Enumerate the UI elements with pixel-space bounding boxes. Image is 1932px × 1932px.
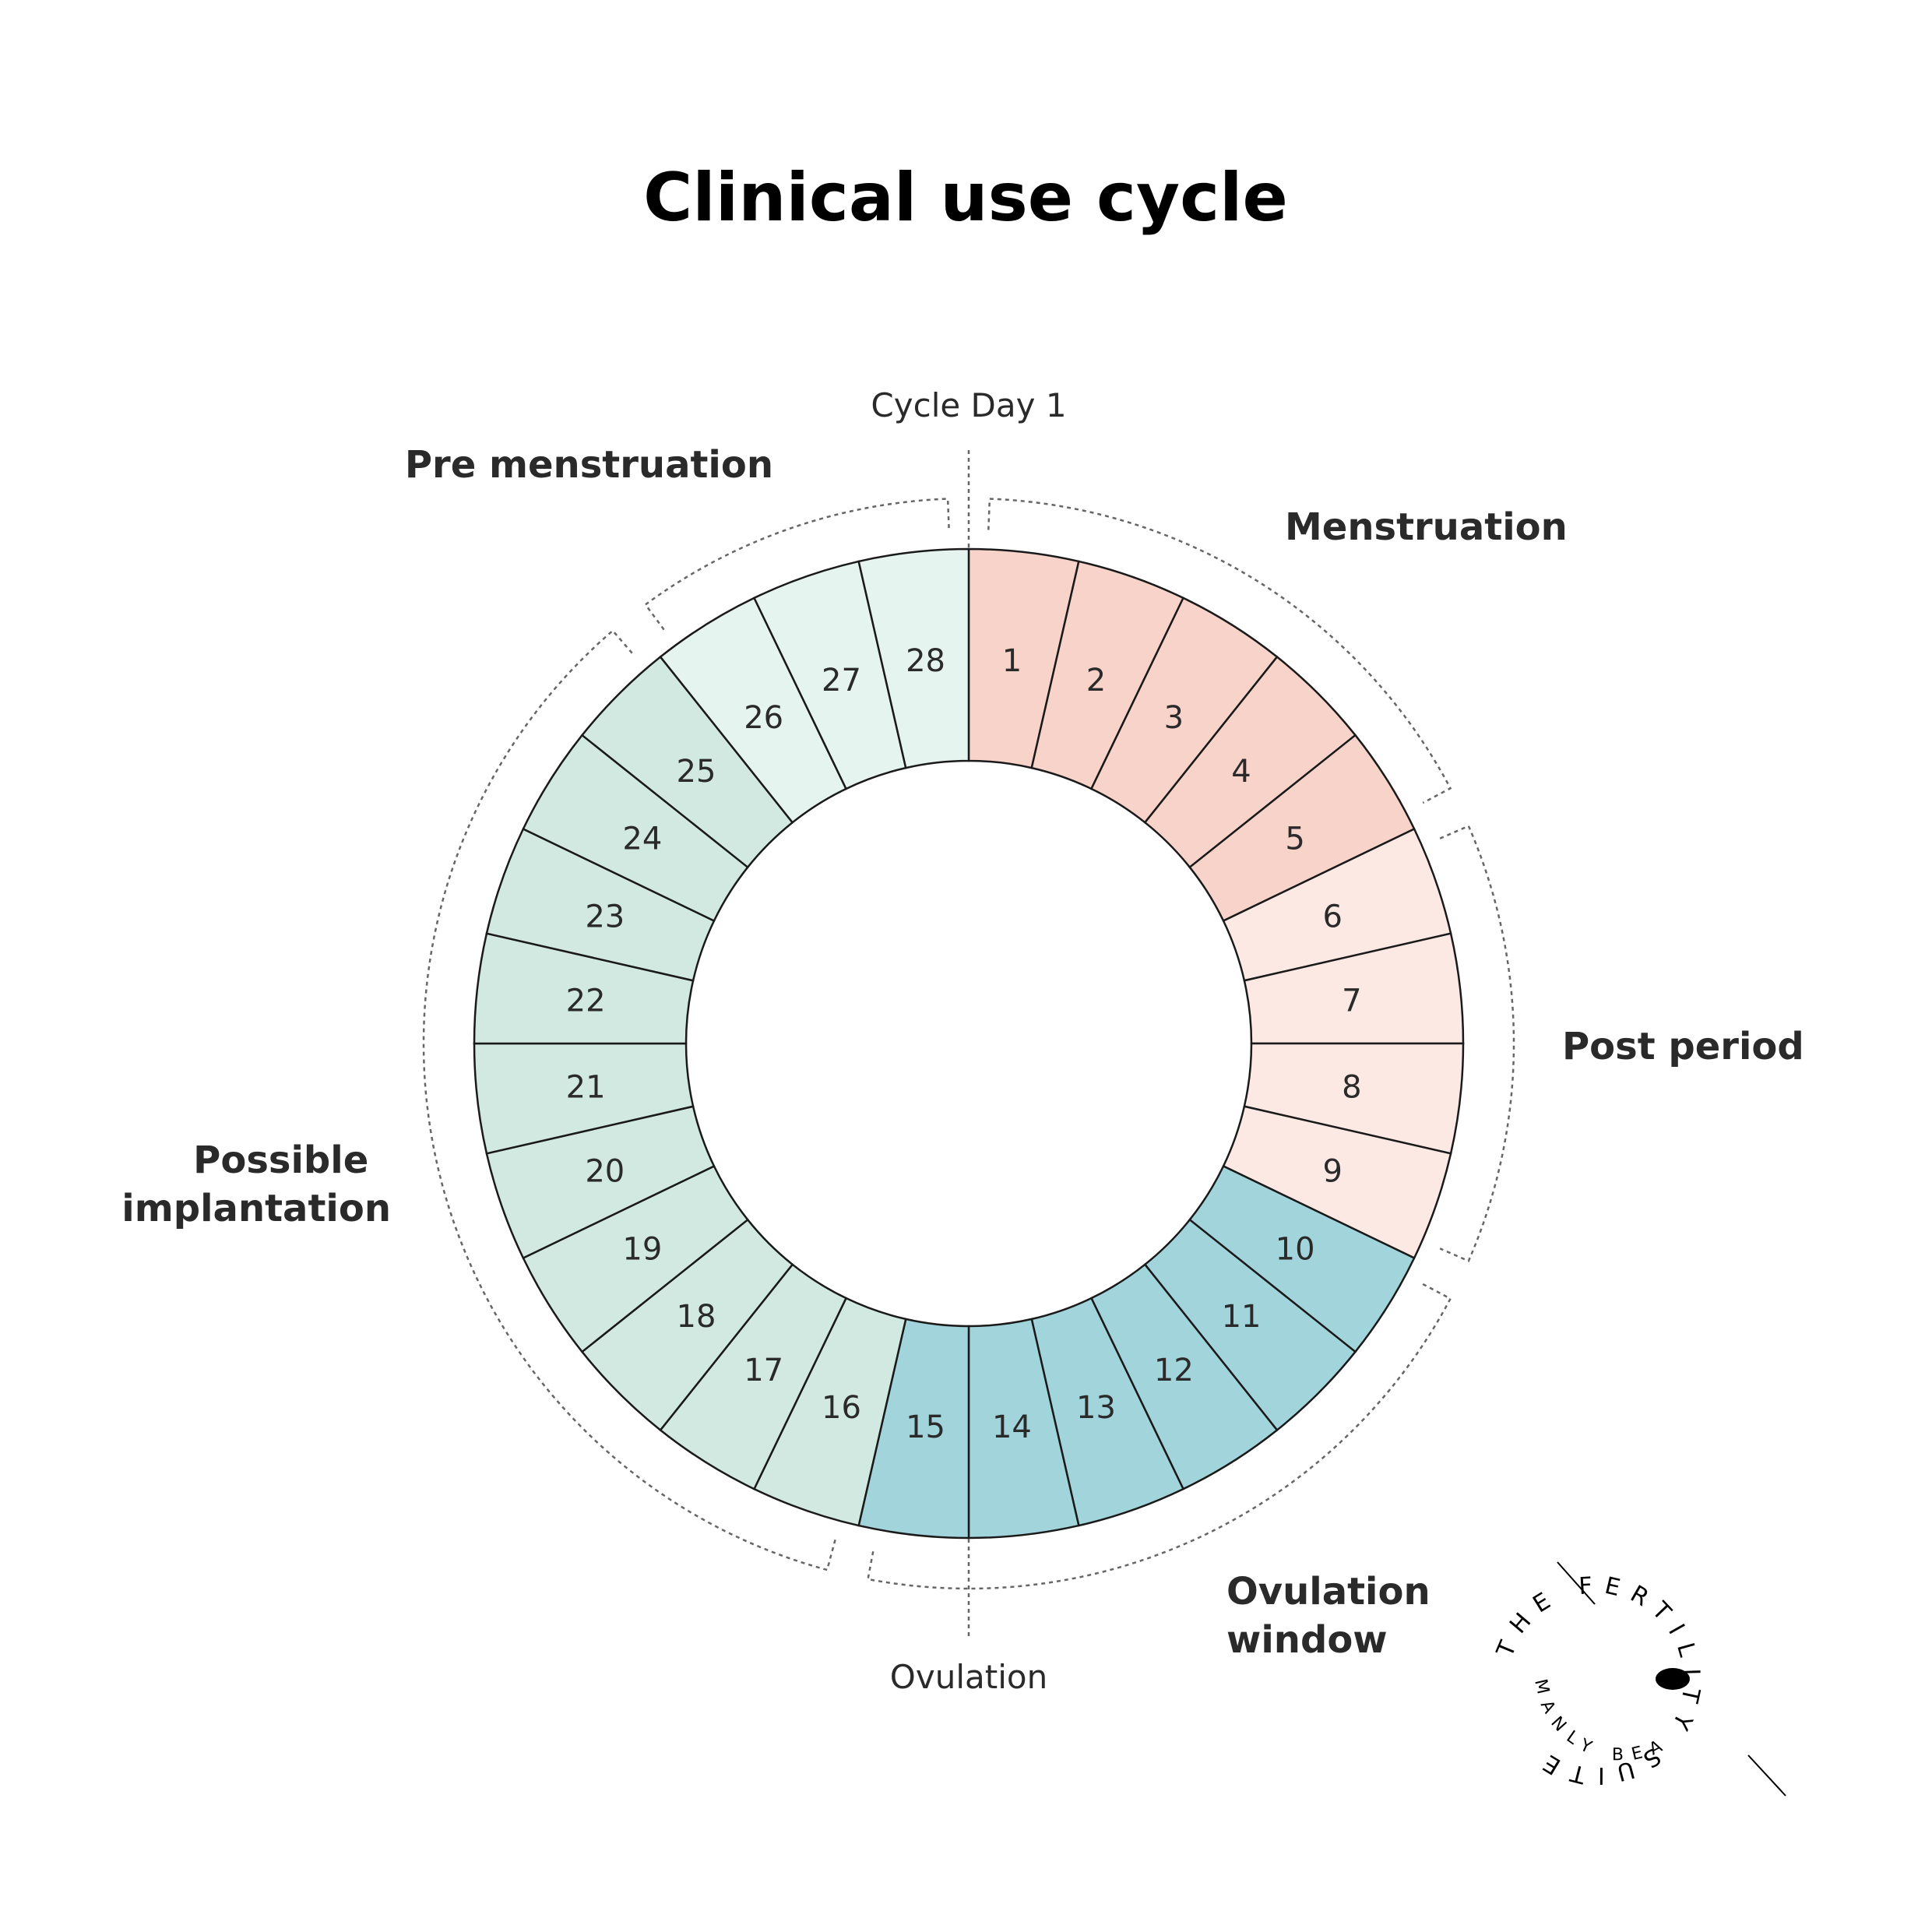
phase-bracket-ovulation-window	[867, 1283, 1452, 1590]
phase-label-possible-implantation: Possible implantation	[121, 1138, 391, 1230]
day-label-21: 21	[566, 1069, 606, 1105]
day-label-22: 22	[566, 984, 606, 1019]
day-label-23: 23	[585, 899, 625, 935]
day-label-27: 27	[822, 663, 861, 699]
day-label-20: 20	[585, 1153, 625, 1189]
logo-divider-bottom	[1747, 1754, 1786, 1797]
day-label-13: 13	[1076, 1390, 1116, 1426]
day-label-25: 25	[677, 754, 716, 790]
day-label-12: 12	[1154, 1353, 1194, 1388]
day-label-28: 28	[906, 643, 945, 679]
phase-brackets	[422, 498, 1515, 1590]
phase-label-menstruation: Menstruation	[1285, 505, 1568, 549]
day-label-6: 6	[1322, 899, 1342, 935]
day-label-26: 26	[744, 700, 783, 736]
phase-label-ovulation-window: Ovulation window	[1226, 1570, 1443, 1662]
cycle-ring: 1234567891011121314151617181920212223242…	[473, 547, 1465, 1540]
phase-bracket-menstruation	[987, 498, 1452, 804]
day-segment-28	[857, 547, 970, 769]
ovulation-label: Ovulation	[890, 1658, 1047, 1696]
day-label-19: 19	[622, 1231, 662, 1267]
day-label-3: 3	[1164, 700, 1184, 736]
logo-dot-icon	[1656, 1668, 1690, 1690]
phase-label-ovulation-window-line-2: window	[1226, 1618, 1388, 1662]
cycle-day-1-marker: Cycle Day 1	[871, 386, 1067, 548]
day-label-8: 8	[1342, 1069, 1361, 1105]
day-label-4: 4	[1231, 754, 1251, 790]
phase-label-post-period: Post period	[1562, 1025, 1804, 1068]
phase-label-pre-menstruation: Pre menstruation	[405, 443, 773, 487]
phase-bracket-possible-implantation	[422, 629, 836, 1571]
day-label-14: 14	[992, 1409, 1032, 1445]
day-label-9: 9	[1322, 1153, 1342, 1189]
day-label-16: 16	[822, 1390, 861, 1426]
day-label-7: 7	[1342, 984, 1361, 1019]
day-label-5: 5	[1285, 822, 1304, 857]
day-label-15: 15	[906, 1409, 945, 1445]
phase-label-post-period-line: Post period	[1562, 1025, 1804, 1068]
phase-label-menstruation-line: Menstruation	[1285, 505, 1568, 549]
day-label-1: 1	[1002, 643, 1022, 679]
day-label-2: 2	[1086, 663, 1106, 699]
day-label-10: 10	[1276, 1231, 1315, 1267]
page-title: Clinical use cycle	[643, 159, 1288, 237]
phase-label-pre-menstruation-line: Pre menstruation	[405, 443, 773, 487]
phase-label-ovulation-window-line-1: Ovulation	[1226, 1570, 1431, 1614]
ovulation-marker: Ovulation	[890, 1539, 1047, 1696]
day-label-18: 18	[677, 1299, 716, 1335]
cycle-day-1-label: Cycle Day 1	[871, 386, 1066, 424]
phase-label-possible-implantation-line-1: Possible	[193, 1138, 368, 1182]
day-label-24: 24	[622, 822, 662, 857]
phase-bracket-pre-menstruation	[644, 498, 950, 631]
day-label-17: 17	[744, 1353, 783, 1388]
day-label-11: 11	[1222, 1299, 1262, 1335]
logo-divider-top	[1557, 1561, 1596, 1605]
phase-label-possible-implantation-line-2: implantation	[121, 1187, 391, 1230]
